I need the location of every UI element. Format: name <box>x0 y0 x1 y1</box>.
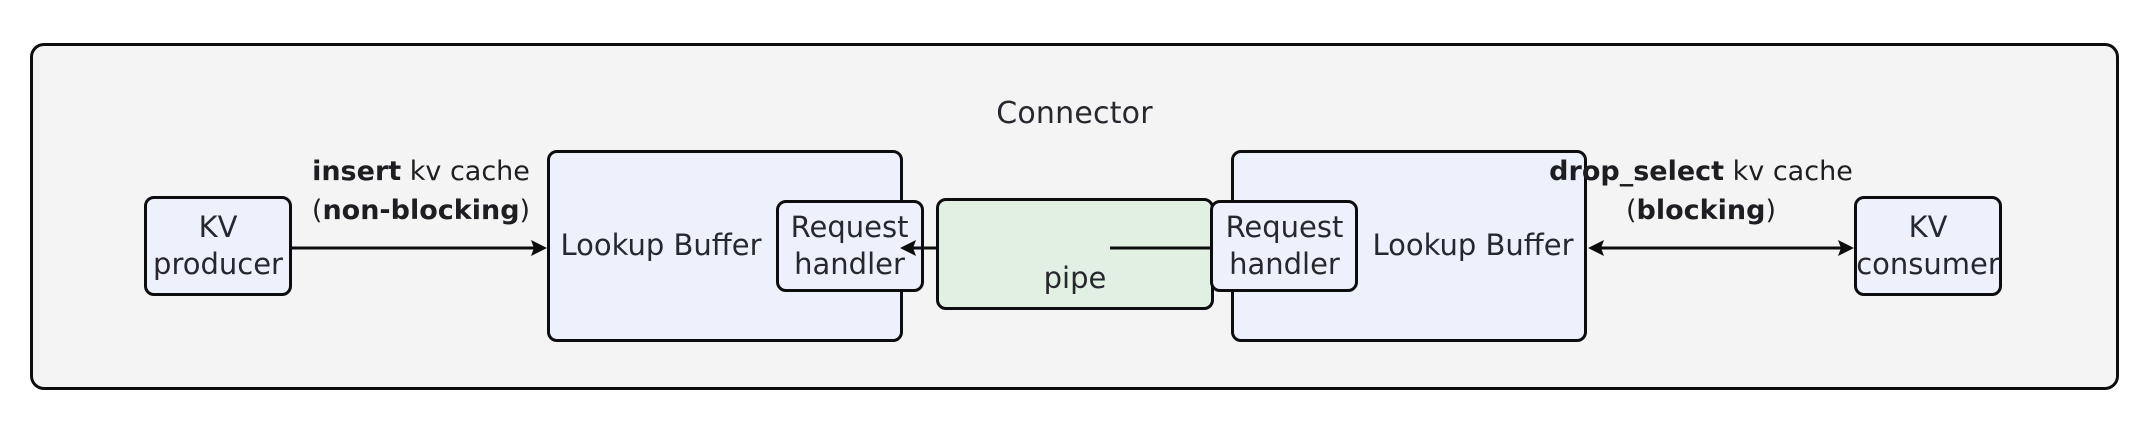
edge-label-drop-select-bold: drop_select <box>1549 156 1725 187</box>
edge-label-insert-open: ( <box>311 195 323 227</box>
lookup-buffer-left-line2: Buffer <box>673 228 762 263</box>
kv-consumer-line2: consumer <box>1856 247 2000 281</box>
kv-consumer-node: KV consumer <box>1854 196 2002 296</box>
kv-producer-line1: KV <box>198 209 238 244</box>
edge-label-insert-rest: kv cache <box>401 156 530 187</box>
request-handler-right-line1: Request <box>1225 209 1344 244</box>
request-handler-left-line1: Request <box>790 209 909 244</box>
lookup-buffer-left-line1: Lookup <box>560 228 665 263</box>
edge-label-insert: insert kv cache (non-blocking) <box>296 152 546 230</box>
edge-label-insert-bold: insert <box>312 156 402 187</box>
request-handler-right-line2: handler <box>1229 247 1340 281</box>
pipe-node: pipe <box>936 198 1214 310</box>
request-handler-right: Request handler <box>1210 200 1359 292</box>
request-handler-left: Request handler <box>775 200 924 292</box>
edge-label-drop-select-line1: drop_select kv cache <box>1536 152 1866 191</box>
lookup-buffer-left: Lookup Buffer Request handler <box>546 150 924 342</box>
connector-title: Connector <box>996 96 1153 131</box>
edge-label-drop-select-mode: blocking <box>1636 195 1766 227</box>
kv-producer-node: KV producer <box>144 196 292 296</box>
edge-label-drop-select-open: ( <box>1626 195 1637 227</box>
edge-label-drop-select-line2: (blocking) <box>1536 191 1866 230</box>
lookup-buffer-right: Request handler Lookup Buffer <box>1210 150 1587 342</box>
edge-label-drop-select: drop_select kv cache (blocking) <box>1536 152 1866 230</box>
kv-consumer-line1: KV <box>1908 209 1948 244</box>
edge-label-insert-close: ) <box>519 195 531 227</box>
lookup-buffer-right-line2: Buffer <box>1485 228 1574 263</box>
edge-label-insert-mode: non-blocking <box>322 195 520 227</box>
request-handler-left-line2: handler <box>794 247 905 281</box>
lookup-buffer-right-label: Lookup Buffer <box>1358 227 1587 264</box>
edge-label-insert-line1: insert kv cache <box>296 152 546 191</box>
lookup-buffer-left-label: Lookup Buffer <box>546 227 775 264</box>
edge-label-insert-line2: (non-blocking) <box>296 191 546 230</box>
kv-producer-line2: producer <box>153 247 283 281</box>
edge-label-drop-select-close: ) <box>1765 195 1776 227</box>
edge-label-drop-select-rest: kv cache <box>1724 156 1853 187</box>
pipe-label: pipe <box>1043 260 1107 295</box>
lookup-buffer-right-line1: Lookup <box>1372 228 1477 263</box>
